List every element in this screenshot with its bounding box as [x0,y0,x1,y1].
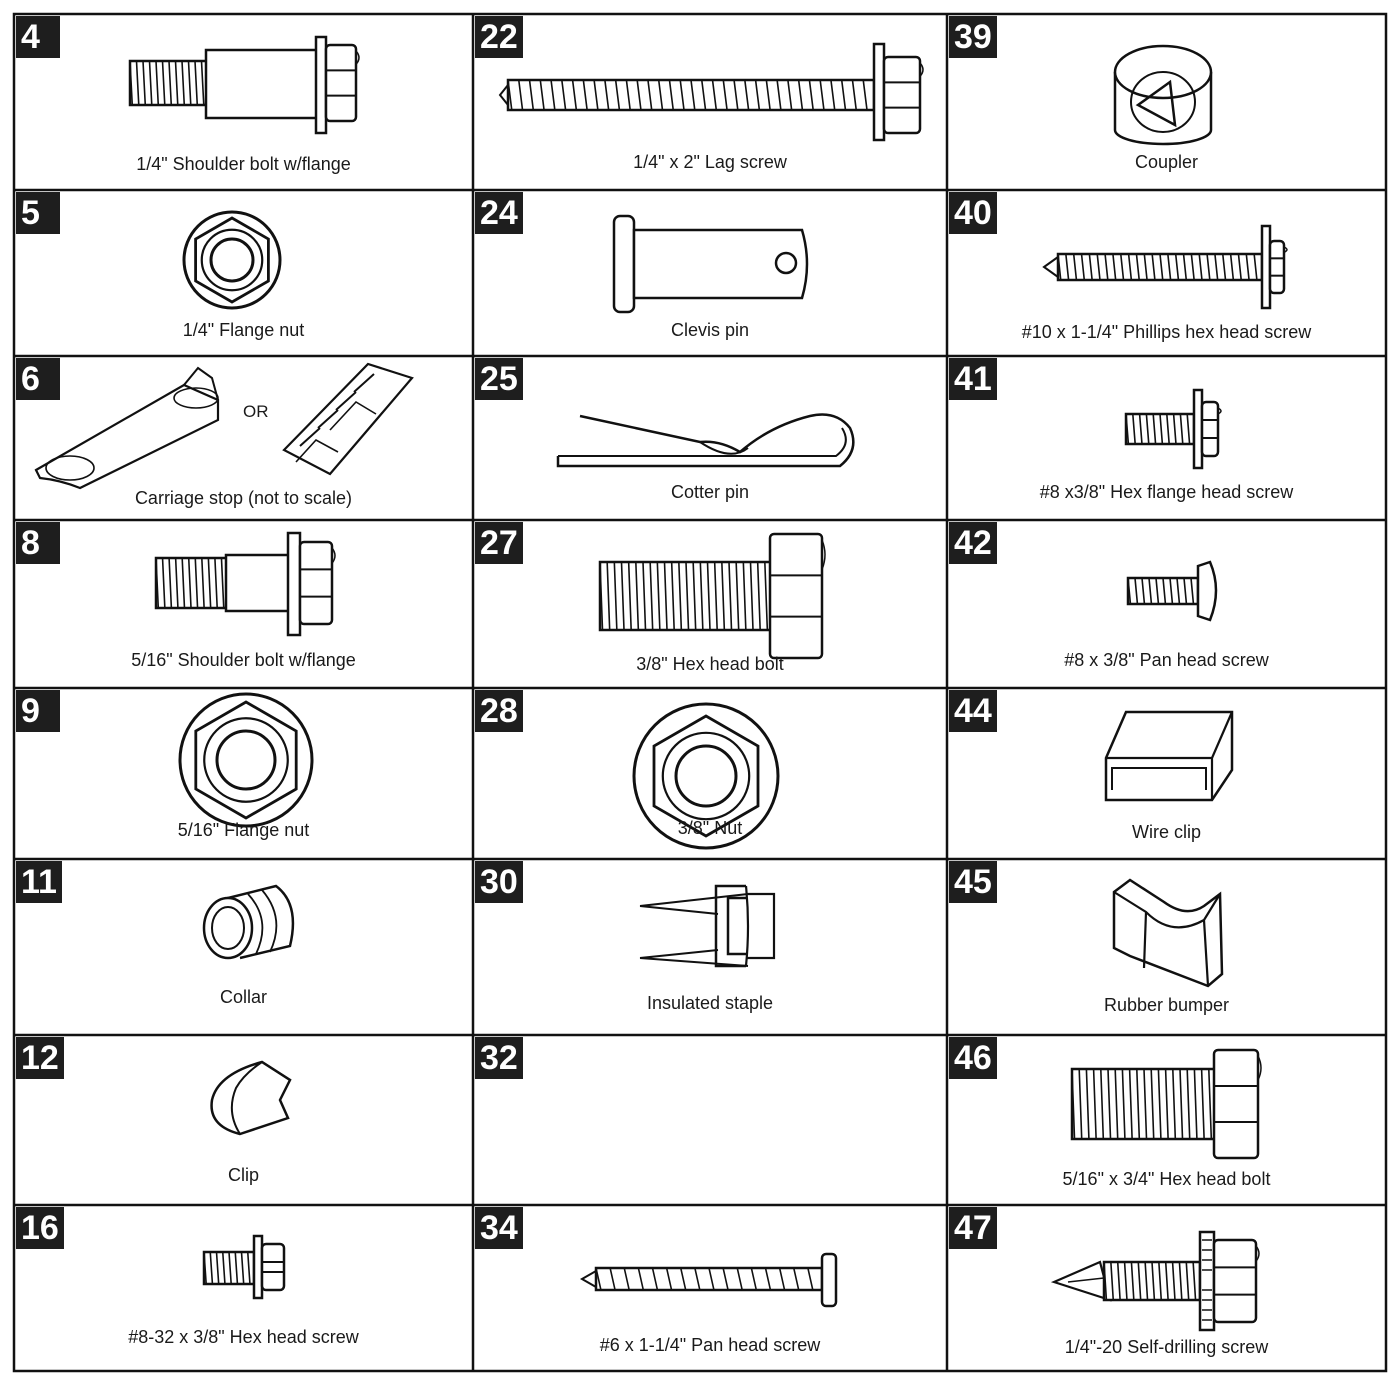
hex-head-bolt-icon [1070,1048,1262,1160]
phillips-hex-screw-icon [1042,224,1288,310]
rubber-bumper-icon [1112,878,1224,988]
part-label: #8-32 x 3/8" Hex head screw [128,1327,359,1347]
shoulder-bolt-icon [128,35,360,135]
part-cell-27: 27 3/8" Hex head bolt [473,520,947,688]
part-label: Carriage stop (not to scale) [134,488,353,508]
part-number-badge: 22 [475,16,523,58]
or-separator: OR [243,402,269,421]
part-label: 5/16" Shoulder bolt w/flange [131,650,356,670]
hex-head-screw-icon [202,1234,286,1300]
part-number-badge: 42 [949,522,997,564]
flange-nut-icon [182,210,282,310]
part-label: Rubber bumper [1103,995,1230,1015]
part-label: Clevis pin [670,320,750,340]
part-number-badge: 28 [475,690,523,732]
clip-icon [210,1060,292,1136]
part-number-badge: 34 [475,1207,523,1249]
part-cell-28: 28 3/8" Nut [473,688,947,859]
part-cell-9: 9 5/16" Flange nut [14,688,473,859]
part-label: 5/16" x 3/4" Hex head bolt [1062,1169,1271,1189]
part-cell-32: 32 [473,1035,947,1205]
shoulder-bolt-icon [154,531,336,637]
part-label: #10 x 1-1/4" Phillips hex head screw [1021,322,1312,342]
part-number-badge: 25 [475,358,523,400]
part-number-badge: 5 [16,192,60,234]
part-label: Collar [219,987,267,1007]
part-label: Insulated staple [646,993,774,1013]
part-cell-42: 42 #8 x 3/8" Pan head screw [947,520,1386,688]
cotter-pin-icon [556,413,855,468]
part-number-badge: 40 [949,192,997,234]
part-cell-34: 34 #6 x 1-1/4" Pan head screw [473,1205,947,1371]
carriage-stop-icon [34,362,414,490]
part-cell-8: 8 5/16" Shoulder bolt w/flange [14,520,473,688]
part-number-badge: 47 [949,1207,997,1249]
part-label: #6 x 1-1/4" Pan head screw [599,1335,821,1355]
pan-head-screw-icon [579,1252,838,1308]
lag-screw-icon [498,42,924,142]
part-number-badge: 8 [16,522,60,564]
part-label: 1/4" Shoulder bolt w/flange [136,154,351,174]
pan-head-screw-icon [1126,560,1218,622]
self-drilling-screw-icon [1050,1230,1260,1332]
wire-clip-icon [1104,710,1234,802]
part-cell-46: 46 5/16" x 3/4" Hex head bolt [947,1035,1386,1205]
clevis-pin-icon [612,214,809,314]
part-number-badge: 32 [475,1037,523,1079]
part-number-badge: 24 [475,192,523,234]
nut-icon [632,702,780,850]
part-cell-41: 41 #8 x3/8" Hex flange head screw [947,356,1386,520]
part-label: Coupler [1134,152,1199,172]
flange-nut-icon [178,692,314,828]
insulated-staple-icon [639,884,776,968]
part-label: 3/8" Hex head bolt [636,654,784,674]
collar-icon [202,884,295,960]
part-label: 3/8" Nut [677,818,743,838]
part-label: 1/4"-20 Self-drilling screw [1064,1337,1269,1357]
part-label: Clip [227,1165,259,1185]
part-cell-16: 16 #8-32 x 3/8" Hex head screw [14,1205,473,1371]
part-number-badge: 9 [16,690,60,732]
part-cell-22: 22 1/4" x 2" Lag screw [473,14,947,190]
part-number-badge: 44 [949,690,997,732]
coupler-icon [1113,44,1213,146]
part-number-badge: 45 [949,861,997,903]
part-label: Cotter pin [670,482,750,502]
part-label: 1/4" x 2" Lag screw [633,152,787,172]
part-cell-47: 47 1/4"-20 Self-drilling screw [947,1205,1386,1371]
part-label: #8 x 3/8" Pan head screw [1064,650,1269,670]
part-number-badge: 46 [949,1037,997,1079]
part-number-badge: 41 [949,358,997,400]
part-cell-4: 4 1/4" Shoulder bolt w/flange [14,14,473,190]
hex-head-bolt-icon [598,532,826,660]
part-label: 5/16" Flange nut [177,820,310,840]
hex-flange-screw-icon [1124,388,1222,470]
part-label: Wire clip [1131,822,1201,842]
part-number-badge: 16 [16,1207,64,1249]
part-number-badge: 4 [16,16,60,58]
part-number-badge: 12 [16,1037,64,1079]
part-cell-40: 40 #10 x 1-1/4" Phillips hex head screw [947,190,1386,356]
part-number-badge: 30 [475,861,523,903]
part-number-badge: 6 [16,358,60,400]
part-label: 1/4" Flange nut [182,320,305,340]
part-label: #8 x3/8" Hex flange head screw [1039,482,1294,502]
part-number-badge: 27 [475,522,523,564]
part-number-badge: 11 [16,861,62,903]
part-number-badge: 39 [949,16,997,58]
part-cell-5: 5 1/4" Flange nut [14,190,473,356]
